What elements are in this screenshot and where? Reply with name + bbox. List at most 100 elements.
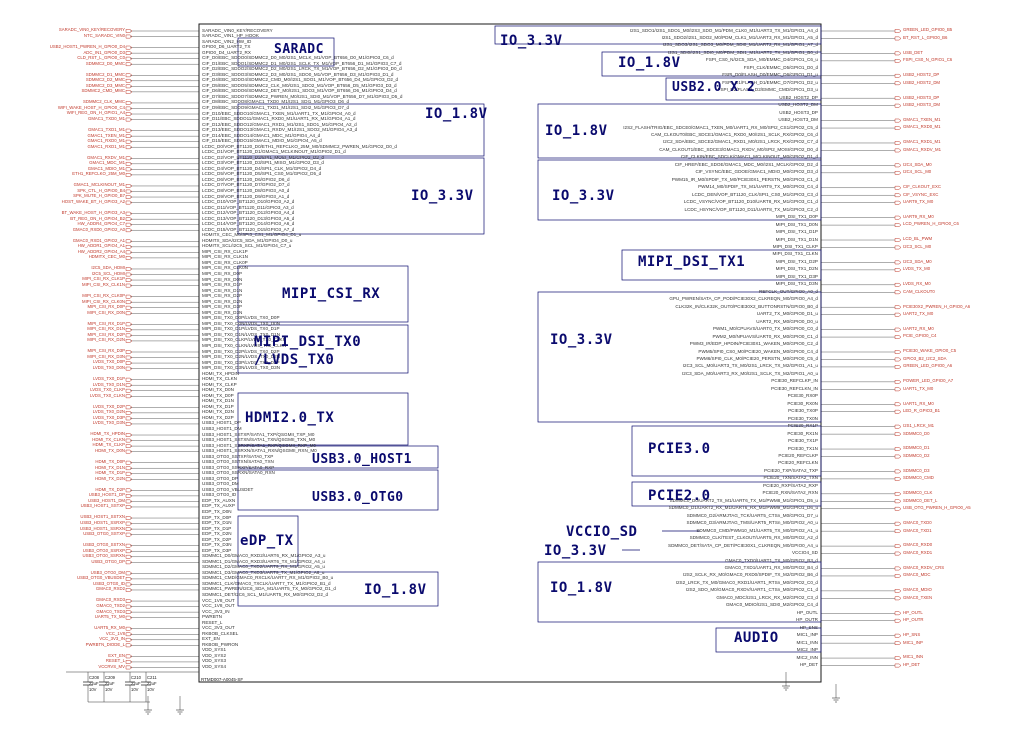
right-net-flag <box>894 223 902 227</box>
right-net-label: UART1_TX_M0 <box>903 385 934 391</box>
block-box <box>237 103 485 157</box>
right-net-label: I2C4_SDA_M0 <box>903 161 932 167</box>
left-net-flag <box>125 272 133 277</box>
left-net-label: SPK_MUTE_H_GPIO0_B7 <box>73 193 125 199</box>
right-net-flag <box>894 193 902 198</box>
left-net-flag <box>125 173 133 177</box>
right-net-label: LED_R_GPIO3_B1 <box>903 408 941 414</box>
block-label: USB3.0_OTG0 <box>312 490 404 505</box>
cap-voltage: 10V <box>147 687 155 692</box>
right-net-label: GMAC0_MDC <box>903 572 931 578</box>
left-net-flag <box>125 460 133 465</box>
left-net-flag <box>125 377 133 382</box>
right-pin-label: I2S2_FLASH/TRIG/EBC_SDCE0/GMAC1_TXEN_M0/… <box>623 124 818 130</box>
block-label: IO_1.8V <box>364 582 427 598</box>
right-net-flag <box>894 170 902 175</box>
right-net-flag <box>894 641 902 645</box>
left-net-label: GMAC1_MDIO_M1 <box>87 165 125 171</box>
left-net-flag <box>125 449 133 454</box>
right-pin-label: I2C3_SDA_M0/UART3_RX_M0/I2S1_SCLK_TX_M2/… <box>681 370 818 376</box>
left-pin-label: MIPI_DSI_TX0_D1P/LVDS_TX0_D1P <box>202 326 280 332</box>
right-net-label: UART9_RX_M0 <box>903 214 934 220</box>
right-pin-label: GPU_PWREN/SATA_CP_POD/PCIE30X2_CLKREQN_M… <box>669 296 818 302</box>
left-pin-label: EDP_TX_AUXN <box>202 497 236 503</box>
left-net-label: HDMI_TX_HPDIN <box>90 431 125 437</box>
left-pin-label: HDMI_TX_CLKN <box>202 376 237 382</box>
left-pin-label: SDMMC1_DET/I2C6_SCL_M1/UART5_RX_M0/GPIO2… <box>202 592 329 598</box>
left-net-flag <box>125 34 133 39</box>
left-net-label: USB3_HOST1_SSRXP <box>80 519 125 525</box>
right-net-label: BT_RST_L_GPIO0_B6 <box>903 34 948 40</box>
net-marker-layer <box>125 29 902 670</box>
block-label: IO_1.8V <box>550 580 613 596</box>
left-net-label: LVDS_TX0_D1P <box>93 376 125 382</box>
block-box <box>237 392 409 446</box>
right-net-flag <box>894 260 902 265</box>
left-net-label: LVDS_TX0_D3P <box>93 414 125 420</box>
left-net-label: SARADC_VIN0_KEY/RECOVERY <box>58 27 125 33</box>
left-pin-label: CIF_D9/EBC_SDDO9/GMAC1_TXD1_M1/I2S1_SDI2… <box>202 104 350 110</box>
left-net-label: GMAC1_MDC_M1 <box>89 160 125 166</box>
block-label: USB3.0_HOST1 <box>312 452 412 467</box>
left-pin-label: VCC_3V3_IN <box>202 608 230 614</box>
left-pin-label: EDP_TX_D1N <box>202 520 232 526</box>
left-net-flag <box>125 300 133 305</box>
left-net-flag <box>125 499 133 504</box>
right-pin-label: MIPI_DSI_TX1_D1P <box>775 229 818 235</box>
right-pin-label: UART2_TX_M0/GPIO0_D1_u <box>756 311 818 317</box>
left-net-label: SDMMC2_CLK_MMC <box>82 99 125 105</box>
left-pin-label: LCDC_D11/VOP_BT1120_D11/GPIO3_A3_d <box>202 204 294 210</box>
left-net-flag <box>125 267 133 271</box>
right-pin-label: MIC2_INP <box>796 647 818 653</box>
left-net-label: GMAC0_RXD2 <box>95 586 125 592</box>
right-net-flag <box>894 521 902 526</box>
block-box-layer <box>237 25 822 653</box>
right-pin-label: CIF_CLKIN/EBC_SDCLK/GMAC1_MCLKINOUT_M0/G… <box>680 154 818 160</box>
left-net-label: BT_WAKE_HOST_H_GPIO3_A3 <box>61 210 125 216</box>
block-label: IO_3.3V <box>544 543 607 559</box>
right-pin-label: USB2_HOST3_DM <box>778 117 818 123</box>
left-pin-label: CIF_D1/EBC_SDDO1/SDMMC2_D1_M0/I2S1_SCLK_… <box>202 60 402 66</box>
left-pin-label: MIPI_CSI_RX_D1N <box>202 287 243 293</box>
left-net-flag <box>125 416 133 421</box>
right-pin-label: PCIE30_TX1N <box>787 445 818 451</box>
right-net-label: MIC1_INN <box>903 654 924 660</box>
capacitor-layer <box>66 671 199 703</box>
right-pin-label: MIC1_INP <box>796 632 818 638</box>
right-net-flag <box>894 245 902 250</box>
cap-ref: C210 <box>131 675 142 680</box>
block-box <box>237 571 439 607</box>
left-net-flag <box>125 200 133 205</box>
left-pin-label: LCDC_D1/VOP_BT1120_D1/GMAC1_MCLKINOUT_M1… <box>202 149 346 155</box>
left-net-flag <box>125 278 133 282</box>
left-pin-label: LCDC_D3/VOP_BT1120_D3/SPI1_MISO_M1/GPIO2… <box>202 160 324 166</box>
left-net-flag <box>125 444 133 448</box>
block-label: IO_3.3V <box>500 33 563 49</box>
left-net-label: VCC_3V3_IN <box>99 636 125 642</box>
left-pin-label: USB3_OTG0_SSRXP/SATA0_RXP <box>202 464 275 470</box>
left-pin-label: USB3_OTG0_DP <box>202 475 238 481</box>
left-pin-label: VCC_1V8_OUT <box>202 597 235 603</box>
right-pin-label: CLK32K_IN/CLK32K_OUT0/PCIE30X2_BUTTONRST… <box>675 303 818 309</box>
left-net-flag <box>125 328 133 332</box>
left-pin-label: HDMI_TX_D1P <box>202 403 234 409</box>
right-pin-label: I2C2_SDA/EBC_SDCE2/GMAC1_RXD1_M0/I2S1_LR… <box>663 139 818 145</box>
left-net-label: HW_ADDR4_GPIO4_C7 <box>77 221 125 227</box>
right-pin-label: SDMMC0_DET/SATA_CP_DET/PCIE30X1_CLKREQN_… <box>668 542 818 548</box>
cap-voltage: 10V <box>89 687 97 692</box>
left-net-label: CLD_RST_L_GPIO0_C0 <box>77 55 125 61</box>
right-pin-label: PCIE20_TXN/SATA2_TXN <box>763 475 818 481</box>
right-net-label: USB_OTG_PWREN_H_GPIO0_A5 <box>903 505 971 511</box>
right-pin-label: I2S2_LRCK_TX_M0/GMAC0_RXD1/UART1_RTSn_M0… <box>675 579 818 585</box>
block-label: PCIE3.0 <box>648 441 711 457</box>
left-pin-label: CIF_D0/EBC_SDDO0/SDMMC2_D0_M0/I2S1_MCLK_… <box>202 55 394 61</box>
left-pin-label: USB3_OTG0_VBUSDET <box>202 486 254 492</box>
right-pin-label: CIF_HREF/EBC_SDOE/GMAC1_MDC_M0/I2S1_MCLK… <box>674 161 818 167</box>
right-net-label: SDMMC0_CMD <box>903 475 934 481</box>
left-net-flag <box>125 383 133 388</box>
cap-ref: C209 <box>105 675 116 680</box>
left-net-label: HDMI_TX_D0N <box>95 448 125 454</box>
right-pin-label: MIPI_DSI_TX1_CLKN <box>772 251 818 257</box>
block-label: MIPI_DSI_TX0 <box>254 334 362 350</box>
right-net-flag <box>894 357 902 362</box>
